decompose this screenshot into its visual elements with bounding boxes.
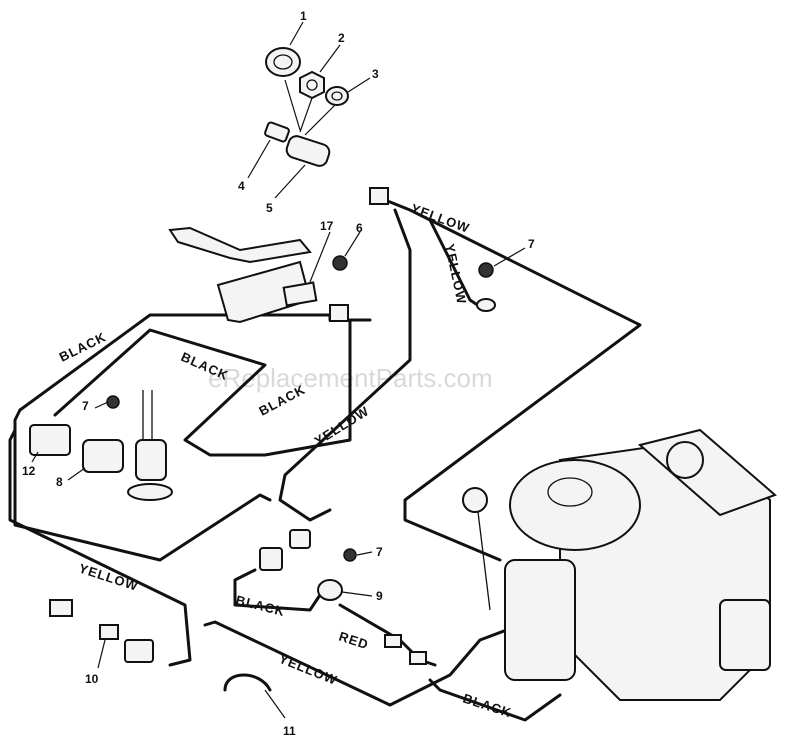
wire-yellow-left (8, 428, 192, 667)
part-11-clip (223, 673, 272, 692)
label-black-outer: BLACK (57, 329, 109, 365)
wire-black-left (13, 408, 272, 562)
connector-mid-left (259, 547, 283, 571)
callout-11: 11 (283, 724, 296, 738)
bracket-arm (168, 226, 312, 264)
part-5-switch (285, 135, 331, 167)
part-10-plug-a (49, 599, 73, 617)
callout-7-a: 7 (82, 399, 89, 413)
label-red: RED (337, 629, 371, 653)
connector-red-b (409, 651, 427, 665)
connector-upper (329, 304, 349, 322)
wire-yellow-bottom (203, 620, 522, 707)
callout-3: 3 (372, 67, 379, 81)
callout-9: 9 (376, 589, 383, 603)
part-7-terminal-b (478, 262, 494, 278)
label-yellow-left: YELLOW (77, 561, 140, 594)
callout-7-c: 7 (376, 545, 383, 559)
callout-12: 12 (22, 464, 36, 478)
connector-red-a (384, 634, 402, 648)
wire-black-bottom (428, 678, 562, 722)
part-9-solenoid (317, 579, 343, 601)
choke-knob (462, 487, 488, 513)
part-12-plug (29, 424, 71, 456)
blower-housing (509, 459, 641, 551)
part-17-switch (282, 281, 318, 307)
part-2-nut (299, 70, 325, 100)
part-7-terminal-a (106, 395, 120, 409)
part-3-washer (325, 86, 349, 106)
connector-top (369, 187, 389, 205)
label-black-low: BLACK (234, 592, 287, 619)
part-7-terminal-c (343, 548, 357, 562)
callout-4: 4 (238, 179, 245, 193)
steering-column (127, 390, 173, 501)
callout-6: 6 (356, 221, 363, 235)
key-switch-assembly (264, 47, 349, 167)
part-4-bracket (264, 121, 290, 143)
callouts: 1 2 3 4 5 6 17 7 7 7 8 9 10 11 12 (22, 9, 535, 738)
callout-8: 8 (56, 475, 63, 489)
label-black-inner: BLACK (179, 349, 231, 383)
label-black-bottom: BLACK (461, 691, 514, 721)
callout-5: 5 (266, 201, 273, 215)
callout-17: 17 (320, 219, 334, 233)
wire-black-inner (53, 318, 372, 457)
connector-mid-right (289, 529, 311, 549)
part-10-plug-c (124, 639, 154, 663)
bracket-plate (216, 260, 312, 324)
fuel-cap (666, 441, 704, 479)
wire-yellow-mid (278, 208, 412, 522)
part-6-screw (332, 255, 348, 271)
label-yellow-drop: YELLOW (442, 243, 469, 306)
wire-yellow-top (383, 198, 642, 562)
callout-2: 2 (338, 31, 345, 45)
wire-harness (8, 198, 642, 722)
cylinder (504, 559, 576, 681)
callout-7-b: 7 (528, 237, 535, 251)
part-8-relay (82, 439, 124, 473)
engine (462, 428, 777, 701)
part-10-plug-b (99, 624, 119, 640)
mounting-bracket (168, 226, 348, 324)
connectors (29, 187, 496, 692)
label-yellow-top: YELLOW (409, 201, 472, 236)
wire-red (338, 603, 437, 667)
label-yellow-bottom: YELLOW (277, 651, 340, 688)
muffler (719, 599, 771, 671)
callout-1: 1 (300, 9, 307, 23)
wire-black-low (233, 568, 322, 612)
callout-10: 10 (85, 672, 99, 686)
part-1-bezel (265, 47, 301, 77)
